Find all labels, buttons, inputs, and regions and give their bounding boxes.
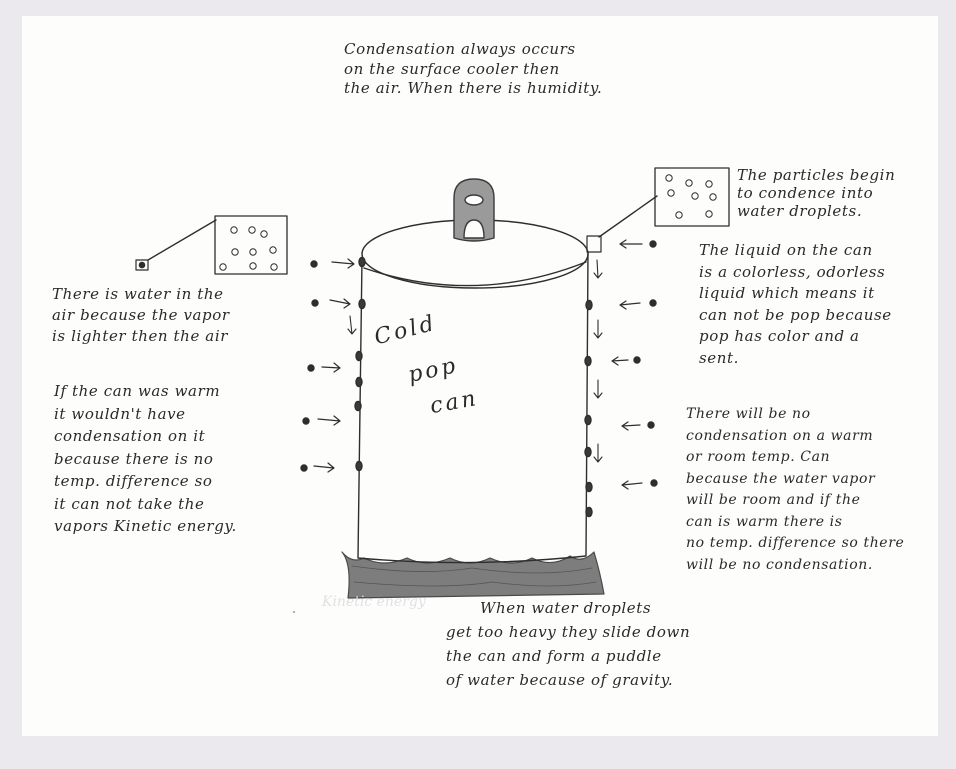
water-puddle	[342, 552, 604, 598]
note-water-in-air: There is water in the air because the va…	[52, 284, 230, 347]
note-particles-condense: The particles begin to condence into wat…	[737, 166, 895, 220]
note-condensation-cooler-surface: Condensation always occurs on the surfac…	[344, 40, 602, 99]
right-vapor-particles	[634, 241, 657, 486]
left-arrows	[314, 259, 354, 472]
note-liquid-colorless: The liquid on the can is a colorless, od…	[699, 240, 892, 369]
note-warm-can: If the can was warm it wouldn't have con…	[54, 380, 237, 538]
left-zoom-detail	[136, 216, 287, 274]
can-pull-tab	[454, 179, 494, 241]
erased-text: Kinetic energy	[322, 594, 426, 610]
right-drip-arrows	[594, 260, 602, 462]
left-vapor-particles	[301, 261, 318, 471]
note-gravity-puddle: When water droplets get too heavy they s…	[446, 596, 690, 692]
left-drip-arrows	[348, 316, 356, 334]
note-no-condensation-warm: There will be no condensation on a warm …	[686, 404, 904, 576]
right-droplets	[585, 301, 592, 517]
right-arrows	[612, 240, 642, 489]
drawing-paper: Cold pop can Kinetic energy Condensation…	[22, 16, 938, 736]
